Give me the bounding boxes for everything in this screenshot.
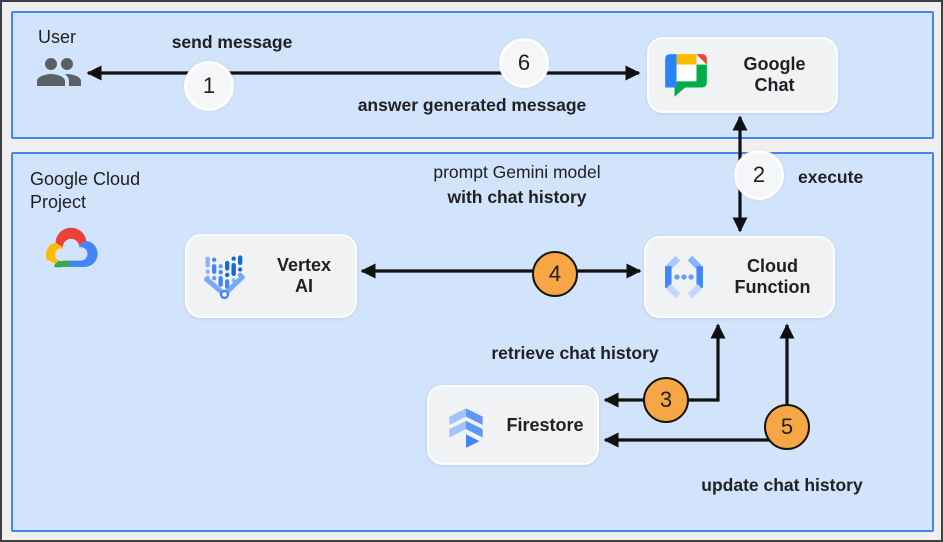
step-4-badge: 4 (532, 251, 578, 297)
gcp-zone-label-line1: Google Cloud (30, 169, 141, 189)
retrieve-chat-history-label: retrieve chat history (491, 343, 659, 363)
firestore-label: Firestore (506, 414, 584, 435)
node-vertex-ai: Vertex AI (185, 234, 357, 318)
node-firestore: Firestore (427, 385, 599, 465)
user-zone-label: User (38, 27, 77, 47)
firestore-icon (449, 408, 483, 448)
vertex-ai-label-line1: Vertex (276, 255, 332, 276)
google-chat-label-line2: Chat (754, 75, 795, 95)
prompt-gemini-label-line1: prompt Gemini model (433, 162, 601, 182)
google-cloud-icon (40, 222, 102, 276)
step-1-badge: 1 (184, 61, 234, 111)
gcp-zone-label-line2: Project (30, 192, 87, 213)
execute-label: execute (798, 167, 864, 187)
node-google-chat: Google Chat (647, 37, 838, 113)
vertex-ai-icon (204, 255, 245, 300)
google-chat-icon (665, 54, 707, 97)
cloud-function-icon (665, 255, 703, 299)
vertex-ai-label: Vertex AI (261, 255, 347, 296)
prompt-gemini-label: prompt Gemini model with chat history (404, 160, 630, 211)
step-2-badge: 2 (734, 150, 784, 200)
step-3-badge: 3 (643, 377, 689, 423)
update-chat-history-label: update chat history (701, 475, 863, 495)
cloud-function-label-line2: Function (734, 277, 811, 297)
cloud-function-label-line1: Cloud (747, 256, 798, 277)
send-message-label: send message (171, 32, 293, 52)
users-icon (37, 58, 81, 86)
node-cloud-function: Cloud Function (644, 236, 835, 318)
prompt-gemini-label-line2: with chat history (447, 187, 587, 208)
step-6-badge: 6 (499, 38, 549, 88)
answer-generated-message-label: answer generated message (357, 95, 587, 115)
gcp-zone-label: Google Cloud Project (30, 168, 140, 215)
cloud-function-label: Cloud Function (720, 256, 825, 297)
google-chat-label-line1: Google (743, 54, 806, 75)
step-5-badge: 5 (764, 404, 810, 450)
google-chat-label: Google Chat (721, 54, 828, 95)
vertex-ai-label-line2: AI (295, 276, 313, 296)
